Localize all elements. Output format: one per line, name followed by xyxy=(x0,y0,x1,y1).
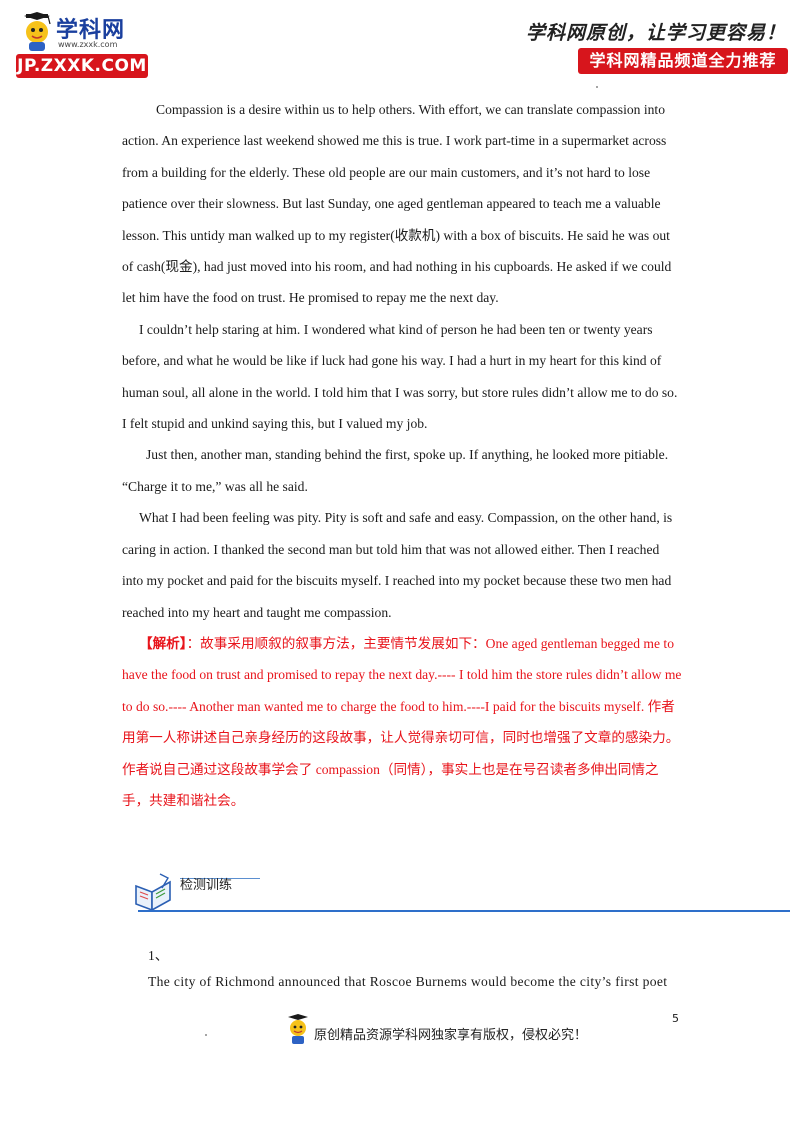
paragraph-2: I couldn’t help staring at him. I wonder… xyxy=(122,321,678,432)
logo-name: 学科网 xyxy=(56,18,126,43)
section-heading: 检测训练 xyxy=(132,868,792,916)
paragraph-1: Compassion is a desire within us to help… xyxy=(122,102,672,306)
question-number: 1、 xyxy=(148,948,169,963)
analysis-text: ：故事采用顺叙的叙事方法，主要情节发展如下：One aged gentleman… xyxy=(122,635,682,808)
mascot-icon xyxy=(24,12,51,51)
stray-dot xyxy=(596,86,598,88)
logo-badge: JP.ZXXK.COM xyxy=(16,54,148,78)
section-underline-short xyxy=(180,878,260,879)
analysis-tag: 【解析】 xyxy=(139,635,187,651)
stray-dot-footer xyxy=(205,1034,207,1036)
copyright-notice: 原创精品资源学科网独家享有版权，侵权必究！ xyxy=(314,1028,588,1043)
analysis-paragraph: 【解析】：故事采用顺叙的叙事方法，主要情节发展如下：One aged gentl… xyxy=(122,628,682,816)
document-body: Compassion is a desire within us to help… xyxy=(122,94,682,816)
book-icon xyxy=(135,873,171,912)
page-number: 5 xyxy=(672,1012,679,1025)
recommend-banner: 学科网精品频道全力推荐 xyxy=(578,48,788,74)
paragraph-3: Just then, another man, standing behind … xyxy=(122,447,669,494)
section-title: 检测训练 xyxy=(180,878,233,893)
logo-url: www.zxxk.com xyxy=(58,40,118,49)
mascot-icon xyxy=(288,1014,308,1044)
zxxk-logo[interactable]: 学科网 www.zxxk.com JP.ZXXK.COM xyxy=(16,10,151,80)
paragraph-4: What I had been feeling was pity. Pity i… xyxy=(122,510,673,620)
logo-top: 学科网 www.zxxk.com xyxy=(20,10,140,54)
header-slogan: 学科网原创，让学习更容易！ xyxy=(525,22,786,44)
question-text: The city of Richmond announced that Rosc… xyxy=(148,974,668,989)
section-divider xyxy=(138,910,790,912)
